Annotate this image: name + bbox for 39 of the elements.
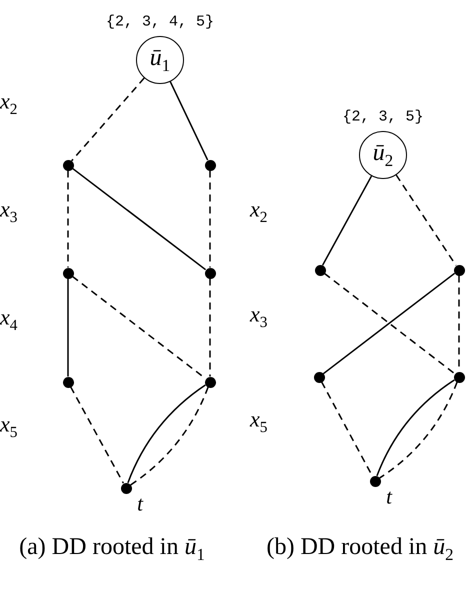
node-dot [314, 372, 324, 382]
node-dot [454, 372, 464, 382]
node-dot [454, 264, 464, 276]
variable-label: x$_{5}$ [250, 408, 268, 436]
node-dot [204, 268, 216, 278]
variable-label: x$_{5}$ [0, 414, 18, 440]
dashed-edge [67, 170, 69, 268]
node-dot [370, 476, 380, 486]
variable-label: x$_{2}$ [0, 90, 18, 118]
dashed-edge [70, 386, 124, 484]
variable-label: x$_{4}$ [0, 306, 18, 334]
dashed-edge [209, 278, 211, 376]
node-dot [120, 482, 132, 494]
variable-label: x$_{3}$ [250, 304, 268, 330]
root-node-circle [136, 36, 184, 84]
solid-edge [67, 278, 69, 376]
node-dot [204, 160, 216, 170]
node-dot [62, 376, 74, 388]
solid-edge [170, 81, 208, 160]
index-set-label: {2, 3, 4, 5} [106, 14, 214, 30]
node-label: ū$_{2}$ [372, 140, 394, 170]
node-dot [62, 268, 74, 278]
solid-edge [322, 176, 372, 266]
root-node-circle [359, 131, 407, 179]
variable-label: x$_{2}$ [250, 198, 268, 226]
subfigure-caption: (b) DD rooted in ū$_{2}$ [265, 533, 455, 566]
node-label: ū$_{1}$ [150, 46, 170, 74]
dashed-edge [209, 170, 211, 268]
dashed-edge [396, 174, 457, 266]
terminal-label: t [386, 486, 392, 508]
solid-edge [72, 168, 206, 270]
terminal-label: t [137, 494, 143, 514]
dashed-edge [71, 78, 145, 162]
index-set-label: {2, 3, 5} [342, 110, 424, 124]
node-dot [204, 376, 216, 388]
node-dot [62, 160, 74, 170]
variable-label: x$_{3}$ [0, 198, 18, 226]
subfigure-caption: (a) DD rooted in ū$_{1}$ [18, 533, 206, 566]
node-dot [314, 264, 326, 276]
